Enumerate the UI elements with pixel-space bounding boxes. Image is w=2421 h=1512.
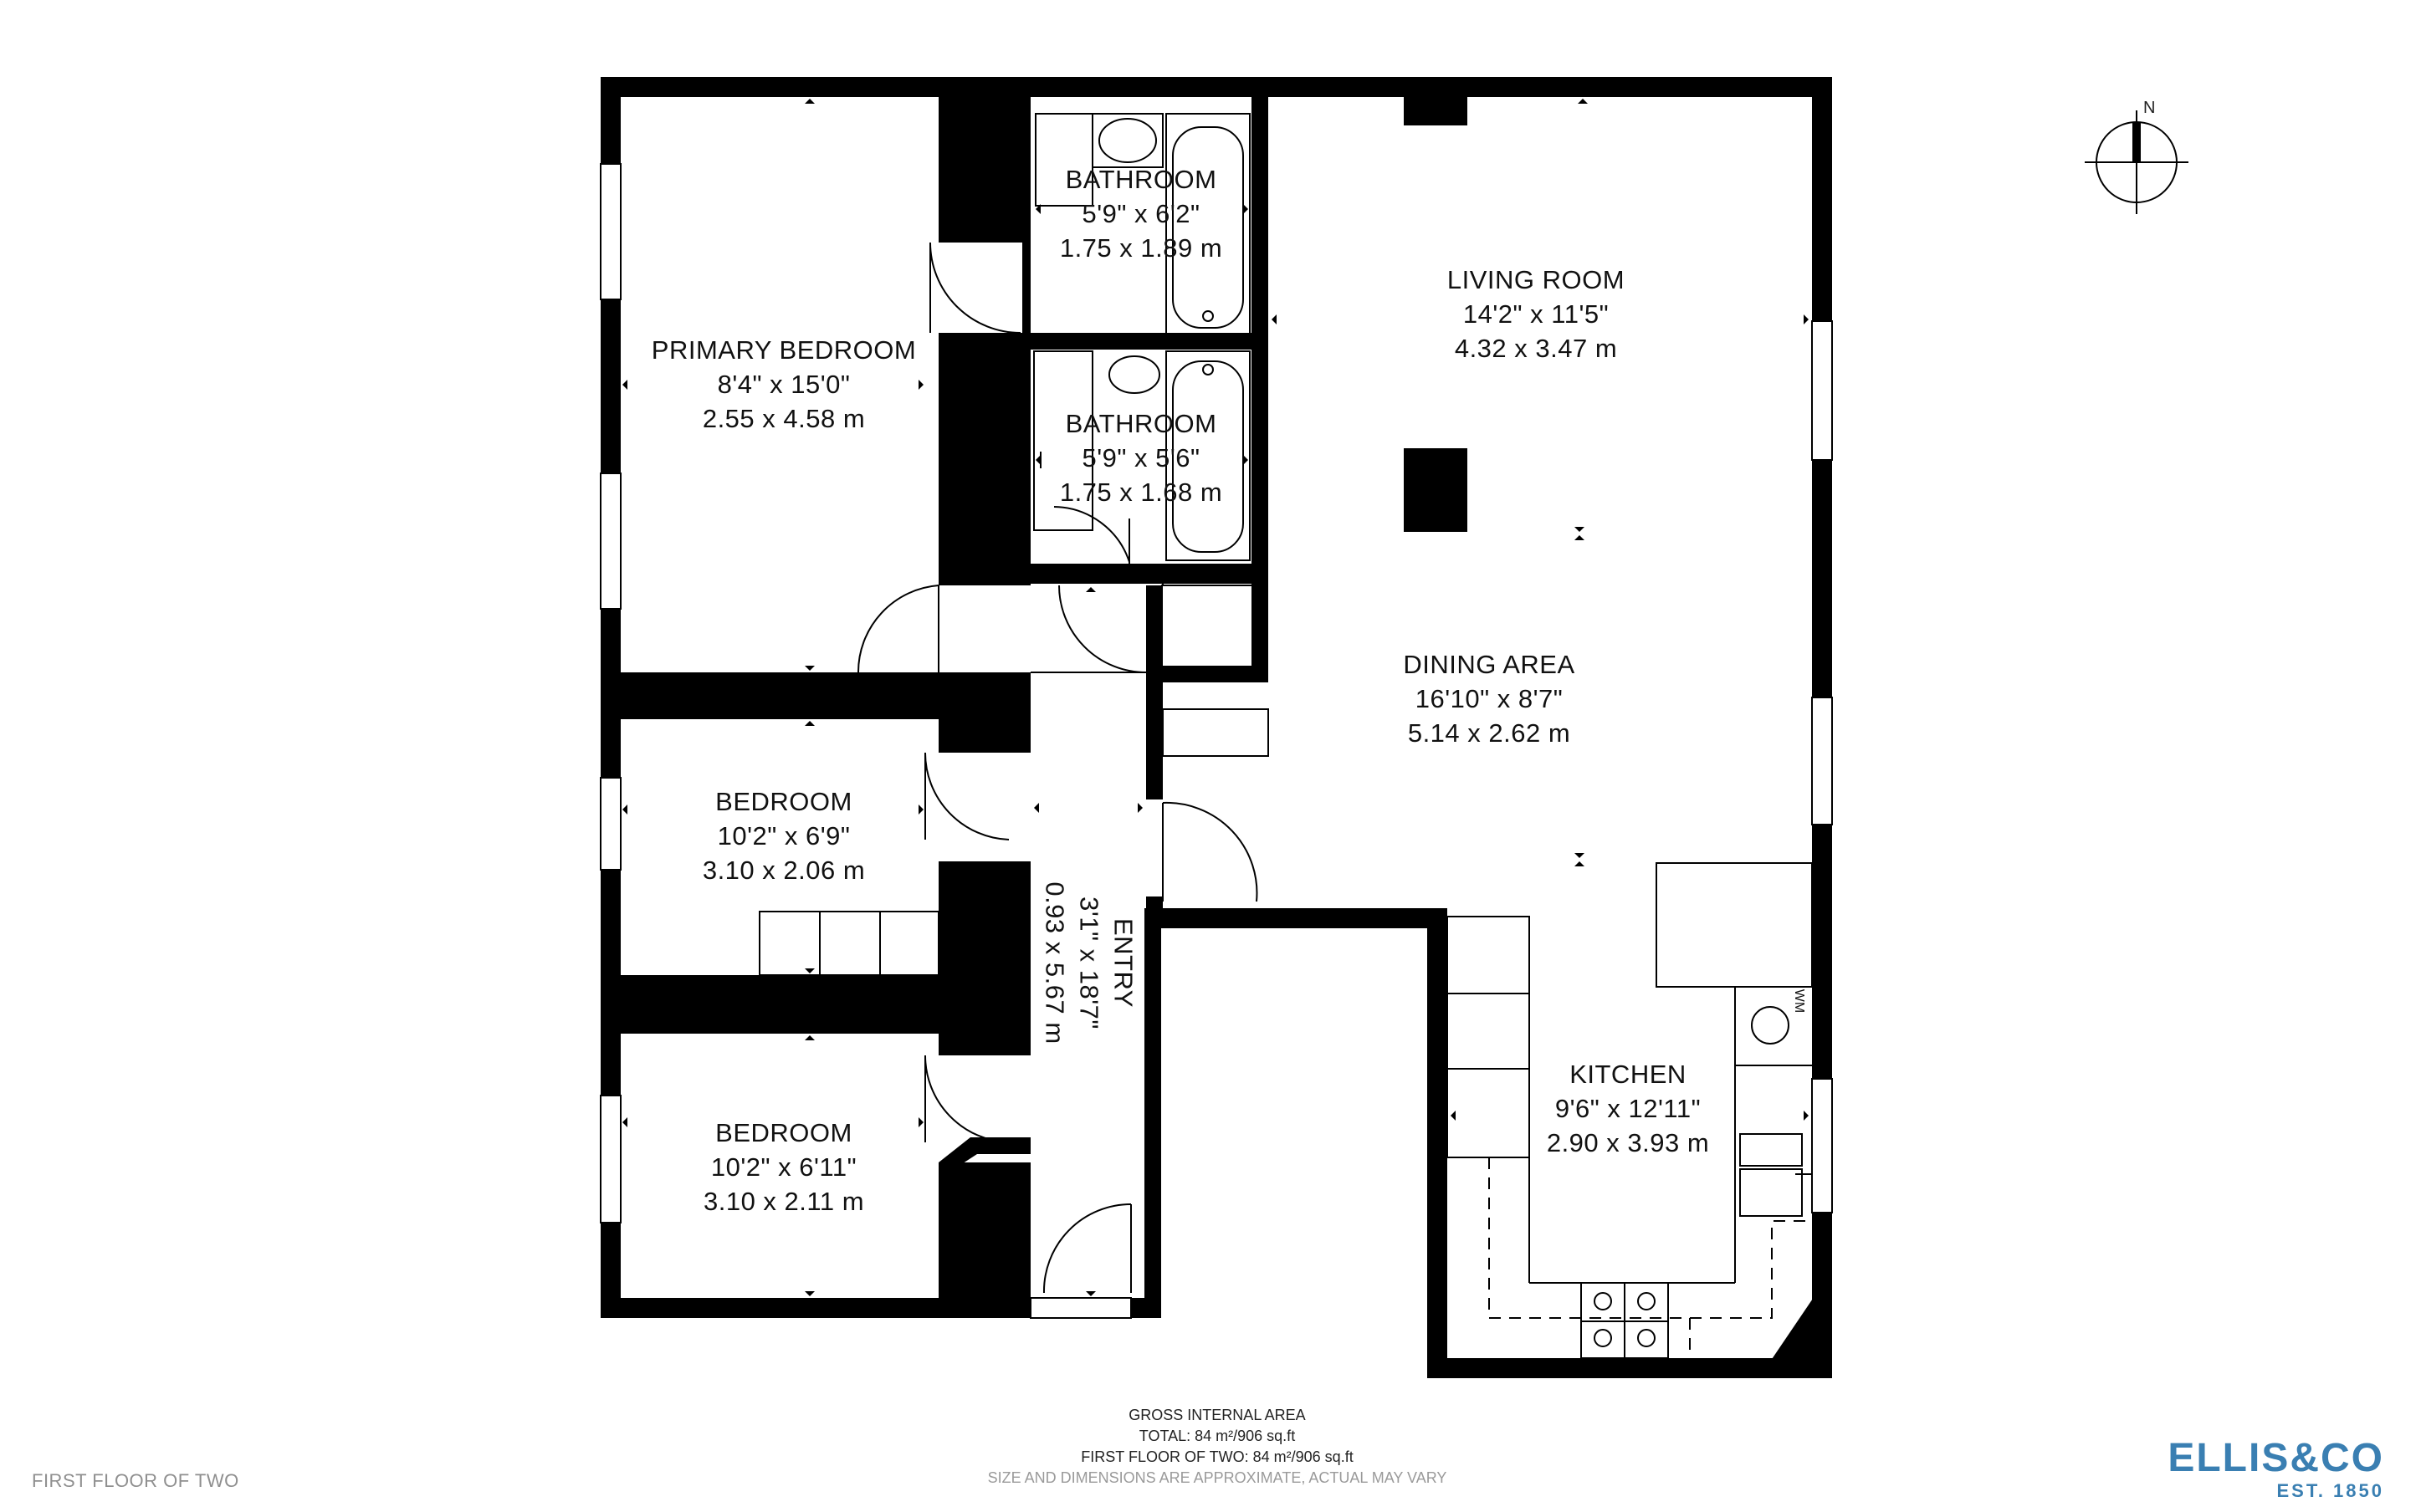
room-name: LIVING ROOM [1446,265,1625,294]
area-heading: GROSS INTERNAL AREA [1129,1407,1306,1423]
room-metric: 5.14 x 2.62 m [1407,718,1571,748]
room-imperial: 10'2" x 6'9" [717,821,851,850]
room-metric: 3.10 x 2.06 m [702,856,866,885]
room-metric: 3.10 x 2.11 m [703,1187,865,1216]
doors [857,242,1258,1294]
room-metric: 2.55 x 4.58 m [702,404,866,433]
room-label-bedroom-2: BEDROOM 10'2" x 6'11" 3.10 x 2.11 m [629,1116,939,1218]
markers [622,99,1809,1296]
room-metric: 4.32 x 3.47 m [1454,334,1618,363]
room-name: PRIMARY BEDROOM [651,335,917,365]
room-name: KITCHEN [1569,1060,1687,1089]
room-imperial: 5'9" x 6'2" [1082,199,1200,228]
room-label-bathroom-1: BATHROOM 5'9" x 6'2" 1.75 x 1.89 m [1031,162,1251,265]
room-metric: 2.90 x 3.93 m [1546,1128,1710,1157]
area-floor: FIRST FLOOR OF TWO: 84 m²/906 sq.ft [1081,1448,1354,1465]
floor-note: FIRST FLOOR OF TWO [32,1470,239,1491]
room-imperial: 5'9" x 5'6" [1082,443,1200,472]
room-label-primary-bedroom: PRIMARY BEDROOM 8'4" x 15'0" 2.55 x 4.58… [629,333,939,436]
brand-name: ELLIS&CO [2168,1436,2384,1480]
interior-lines [759,565,1813,1359]
room-label-bedroom-1: BEDROOM 10'2" x 6'9" 3.10 x 2.06 m [629,784,939,887]
room-name: BATHROOM [1065,165,1217,194]
room-label-kitchen: KITCHEN 9'6" x 12'11" 2.90 x 3.93 m [1519,1057,1737,1160]
room-imperial: 9'6" x 12'11" [1554,1094,1702,1123]
area-total: TOTAL: 84 m²/906 sq.ft [1139,1428,1296,1444]
room-label-living-room: LIVING ROOM 14'2" x 11'5" 4.32 x 3.47 m [1352,263,1720,365]
room-imperial: 14'2" x 11'5" [1462,299,1610,329]
room-imperial: 8'4" x 15'0" [717,370,851,399]
brand-established: EST. 1850 [2276,1480,2384,1501]
room-name: ENTRY [1108,917,1139,1008]
room-metric: 1.75 x 1.89 m [1059,233,1223,263]
room-name: BEDROOM [715,1118,852,1147]
room-label-bathroom-2: BATHROOM 5'9" x 5'6" 1.75 x 1.68 m [1031,406,1251,509]
room-name: BEDROOM [715,787,852,816]
room-metric: 1.75 x 1.68 m [1059,478,1223,507]
area-summary: GROSS INTERNAL AREA TOTAL: 84 m²/906 sq.… [903,1405,1531,1489]
room-name: DINING AREA [1403,650,1575,679]
room-imperial: 10'2" x 6'11" [710,1152,857,1182]
room-name: BATHROOM [1065,409,1217,438]
room-label-entry: ENTRY 3'1" x 18'7" 0.93 x 5.67 m [1038,830,1141,1097]
compass-north-label: N [2143,99,2156,117]
room-imperial: 3'1" x 18'7" [1074,896,1104,1029]
room-imperial: 16'10" x 8'7" [1415,684,1564,713]
washing-machine-label: WM [1792,988,1807,1014]
bathroom-fixtures [1033,113,1251,561]
brand-logo: ELLIS&CO EST. 1850 [2168,1437,2384,1502]
room-metric: 0.93 x 5.67 m [1040,881,1070,1045]
compass-icon [2085,110,2188,214]
windows [600,163,1833,1319]
area-disclaimer: SIZE AND DIMENSIONS ARE APPROXIMATE, ACT… [987,1469,1447,1486]
room-label-dining-area: DINING AREA 16'10" x 8'7" 5.14 x 2.62 m [1305,647,1673,750]
